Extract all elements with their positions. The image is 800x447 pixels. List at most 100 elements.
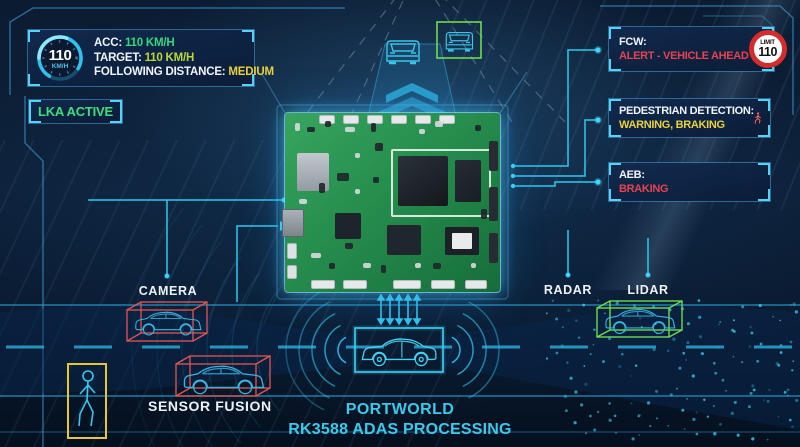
fpc-connector <box>489 233 498 263</box>
board-connector <box>391 115 407 124</box>
lidar-label: LIDAR <box>627 283 669 297</box>
green-3d-bounding-box <box>596 300 683 338</box>
wireframe-car-icon <box>183 365 265 395</box>
ego-radar-arcs <box>285 289 500 411</box>
brand-footer: PORTWORLD RK3588 ADAS PROCESSING <box>280 401 520 439</box>
brand-name: PORTWORLD <box>345 401 455 418</box>
board-component <box>371 123 376 132</box>
memory-chip <box>455 160 481 202</box>
bottom-road <box>0 303 800 433</box>
red-3d-bounding-box <box>175 355 271 397</box>
distance-line: FOLLOWING DISTANCE: MEDIUM <box>94 66 274 79</box>
acc-readout: ACC: 110 KM/H TARGET: 110 KM/H FOLLOWING… <box>94 36 274 80</box>
speed-value: 110 <box>48 47 72 64</box>
board-component <box>481 209 487 219</box>
board-connector <box>431 280 455 289</box>
acc-status-panel: 110 KM/H ACC: 110 KM/H TARGET: 110 KM/H … <box>27 29 274 87</box>
pedestrian-icon <box>754 112 761 124</box>
wireframe-car-icon <box>605 308 676 335</box>
aeb-status-panel: AEB: BRAKING <box>608 162 771 202</box>
data-flow-arrows-icon <box>376 293 422 326</box>
fusion-detected-vehicle <box>175 355 271 397</box>
board-component <box>475 125 481 131</box>
board-connector <box>343 115 359 124</box>
chip <box>335 213 361 239</box>
board-connector <box>343 280 367 289</box>
board-component <box>435 121 443 127</box>
camera-detection-green-box-top <box>436 21 482 59</box>
board-component <box>345 243 353 249</box>
board-component <box>419 129 425 134</box>
wifi-module <box>445 227 479 255</box>
camera-label: CAMERA <box>138 284 198 298</box>
board-component <box>363 263 371 268</box>
board-component <box>381 265 386 273</box>
lead-vehicle-wireframe <box>386 40 420 65</box>
red-3d-bounding-box <box>126 301 208 342</box>
radar-label: RADAR <box>543 283 593 297</box>
wireframe-car-icon <box>135 311 202 336</box>
board-component <box>337 173 349 181</box>
product-subtitle: RK3588 ADAS PROCESSING <box>288 421 512 438</box>
board-connector <box>311 280 335 289</box>
detected-pedestrian <box>67 363 107 439</box>
board-connector <box>393 280 421 289</box>
board-connector <box>287 265 297 279</box>
lka-active-badge: LKA ACTIVE <box>28 99 123 124</box>
sensor-fusion-label: SENSOR FUSION <box>148 398 272 414</box>
lane-chevron-icons <box>378 83 446 121</box>
board-component <box>319 183 325 193</box>
left-sensor-cone <box>0 303 355 395</box>
camera-detected-vehicle <box>126 301 208 342</box>
target-line: TARGET: 110 KM/H <box>94 51 195 64</box>
rk3588-soc-chip <box>398 156 448 206</box>
lidar-detected-vehicle <box>596 300 683 338</box>
ego-vehicle <box>352 325 446 375</box>
gauge-ring-icon <box>37 35 83 81</box>
board-component <box>375 143 383 151</box>
aeb-text: AEB: BRAKING <box>619 169 669 195</box>
detected-vehicle-top-wireframe <box>445 31 474 52</box>
rk3588-board <box>282 112 501 293</box>
board-component <box>329 263 335 269</box>
pedestrian-detection-panel: PEDESTRIAN DETECTION: WARNING, BRAKING <box>608 98 771 138</box>
fpc-connector <box>489 187 498 221</box>
board-component <box>415 263 421 268</box>
radar-ripple-arcs <box>131 208 280 447</box>
board-connector <box>439 115 455 124</box>
fcw-alert-panel: FCW: ALERT - VEHICLE AHEAD LIMIT 110 <box>608 26 787 72</box>
chip <box>387 225 421 255</box>
board-component <box>471 263 476 268</box>
wireframe-person-icon <box>78 370 96 427</box>
board-component <box>345 127 355 132</box>
som-module-outline <box>391 149 491 217</box>
board-component <box>325 121 331 127</box>
lka-label: LKA ACTIVE <box>37 104 114 119</box>
board-component <box>307 127 315 132</box>
usb-port <box>282 209 304 237</box>
acc-line: ACC: 110 KM/H <box>94 37 175 50</box>
board-connector <box>287 243 297 259</box>
board-component <box>355 189 360 194</box>
fpc-connector <box>489 141 498 171</box>
ego-car-wireframe-icon <box>361 338 437 367</box>
right-sensor-cone <box>443 303 800 430</box>
board-connector <box>465 280 487 289</box>
speed-unit: KM/H <box>51 63 69 70</box>
speedometer-gauge: 110 KM/H <box>36 34 84 82</box>
callout-connector-lines <box>88 49 649 302</box>
board-connector <box>415 115 431 124</box>
speed-limit-sign-icon: LIMIT 110 <box>748 30 787 68</box>
board-component <box>373 177 379 183</box>
board-component <box>299 199 307 204</box>
yellow-bounding-box <box>67 363 107 439</box>
ego-vehicle-box <box>354 327 444 373</box>
top-road <box>299 0 566 123</box>
board-component <box>355 153 360 158</box>
board-hologram-frame <box>261 71 528 300</box>
fcw-text: FCW: ALERT - VEHICLE AHEAD <box>619 36 749 62</box>
pedestrian-text: PEDESTRIAN DETECTION: WARNING, BRAKING <box>619 105 754 131</box>
board-component <box>433 263 441 269</box>
